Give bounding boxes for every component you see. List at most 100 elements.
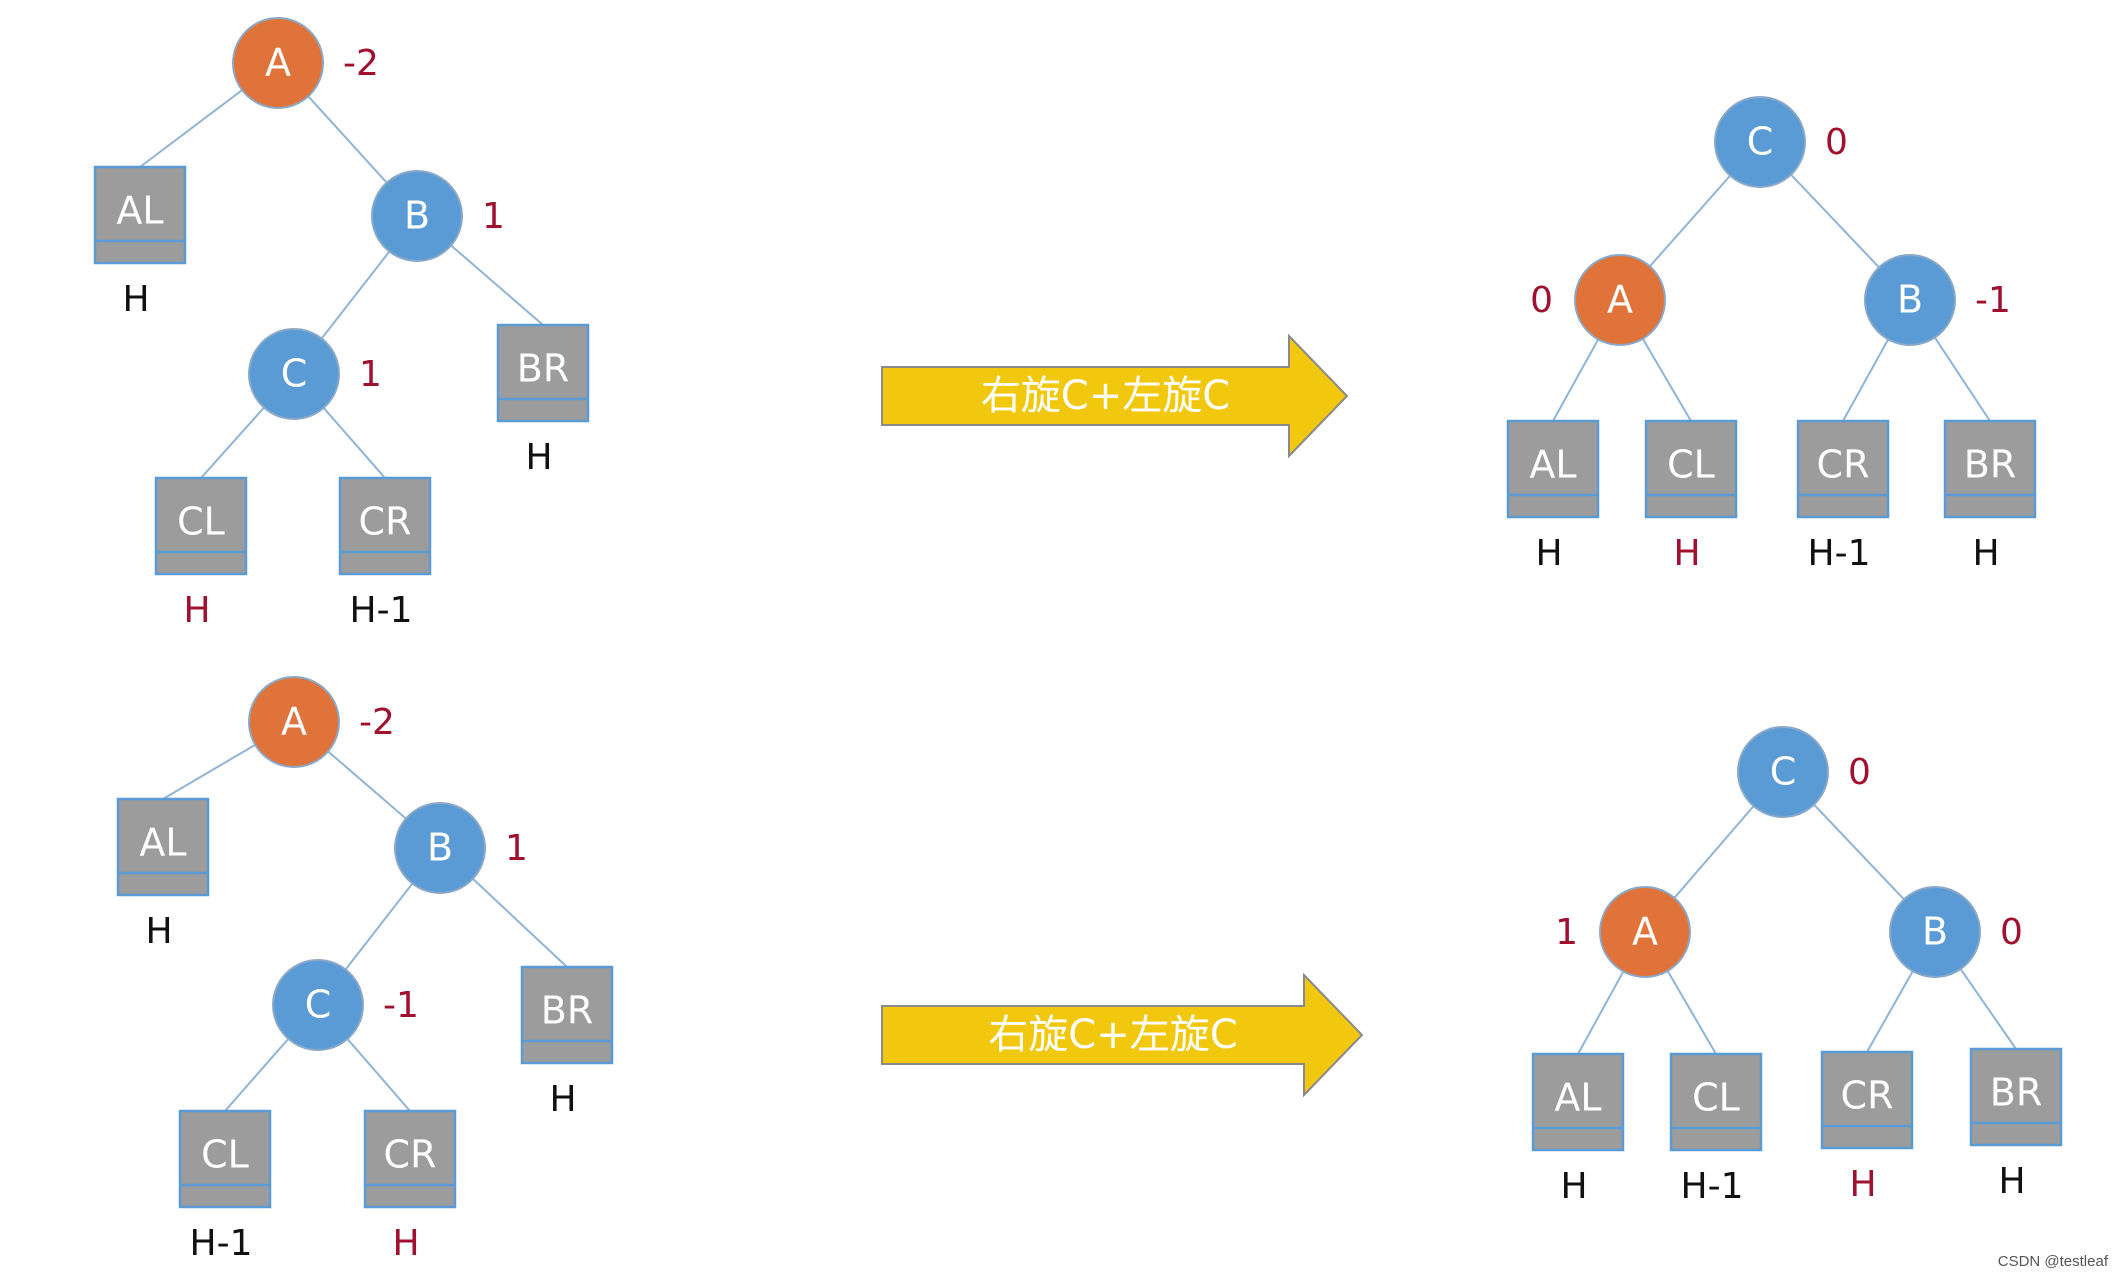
- balance-factor-label: 1: [482, 196, 505, 237]
- subtree-bottom-after-CR: CR H: [1820, 1050, 1914, 1205]
- balance-factor-label: -1: [1975, 280, 2011, 321]
- subtree-height-label: H-1: [1808, 533, 1871, 574]
- subtree-height-label: H: [1560, 1166, 1587, 1207]
- rotation-arrow-top: 右旋C+左旋C: [881, 333, 1349, 459]
- subtree-box: [1969, 1047, 2063, 1147]
- node-circle: [1714, 96, 1806, 188]
- node-label: C: [281, 352, 308, 396]
- node-label: A: [281, 700, 307, 744]
- subtree-label: BR: [1964, 443, 2016, 487]
- subtree-bottom-before-BR: BR H: [520, 965, 614, 1120]
- subtree-top-after-CL: CL H: [1644, 419, 1738, 574]
- arrow-shape: [881, 333, 1349, 459]
- subtree-top-before-BR: BR H: [496, 323, 590, 478]
- subtree-box: [1531, 1052, 1625, 1152]
- subtree-height-label: H: [1673, 533, 1700, 574]
- subtree-height-label: H: [122, 279, 149, 320]
- subtree-height-label: H: [392, 1223, 419, 1264]
- subtree-box: [178, 1109, 272, 1209]
- subtree-height-label: H: [549, 1079, 576, 1120]
- rotation-arrow-bottom: 右旋C+左旋C: [881, 972, 1364, 1098]
- subtree-box: [1644, 419, 1738, 519]
- arrow-shape: [881, 972, 1364, 1098]
- subtree-label: AL: [139, 821, 186, 865]
- node-circle: [1889, 886, 1981, 978]
- node-top-after-A: A0: [1530, 254, 1666, 346]
- watermark: CSDN @testleaf: [1998, 1253, 2109, 1270]
- node-bottom-before-A: A -2: [248, 676, 395, 768]
- node-bottom-after-A: A1: [1555, 886, 1691, 978]
- subtree-height-label: H: [1535, 533, 1562, 574]
- subtree-box: [1669, 1052, 1763, 1152]
- node-label: C: [305, 983, 332, 1027]
- node-label: B: [427, 826, 453, 870]
- subtree-label: CL: [1667, 443, 1715, 487]
- subtree-bottom-after-CL: CL H-1: [1669, 1052, 1763, 1207]
- node-circle: [1599, 886, 1691, 978]
- subtree-label: BR: [1990, 1071, 2042, 1115]
- arrow-label: 右旋C+左旋C: [988, 1012, 1237, 1058]
- balance-factor-label: 1: [1555, 912, 1578, 953]
- subtree-box: [1943, 419, 2037, 519]
- subtree-box: [1506, 419, 1600, 519]
- subtree-top-after-AL: ALH: [1506, 419, 1600, 574]
- subtree-bottom-before-CR: CR H: [363, 1109, 457, 1264]
- node-circle: [1737, 726, 1829, 818]
- subtree-box: [496, 323, 590, 423]
- node-circle: [1574, 254, 1666, 346]
- arrow-label: 右旋C+左旋C: [981, 373, 1230, 419]
- balance-factor-label: -2: [359, 702, 395, 743]
- subtree-box: [363, 1109, 457, 1209]
- node-top-before-A: A-2: [232, 17, 379, 109]
- node-circle: [394, 802, 486, 894]
- arrows-layer: 右旋C+左旋C 右旋C+左旋C: [881, 333, 1364, 1098]
- balance-factor-label: 0: [1530, 280, 1553, 321]
- node-circle: [232, 17, 324, 109]
- subtree-label: CR: [384, 1133, 437, 1177]
- subtree-height-label: H: [525, 437, 552, 478]
- node-label: B: [1897, 278, 1923, 322]
- node-bottom-before-C: C -1: [272, 959, 419, 1051]
- node-circle: [248, 328, 340, 420]
- subtree-box: [1820, 1050, 1914, 1150]
- subtree-label: CR: [1841, 1074, 1894, 1118]
- subtree-top-after-BR: BRH: [1943, 419, 2037, 574]
- subtree-label: AL: [116, 189, 163, 233]
- subtree-label: BR: [541, 989, 593, 1033]
- subtree-box: [154, 476, 248, 576]
- balance-factor-label: -1: [383, 985, 419, 1026]
- subtree-top-before-AL: AL H: [93, 165, 187, 320]
- node-label: A: [1632, 910, 1658, 954]
- node-label: B: [1922, 910, 1948, 954]
- subtree-bottom-before-AL: ALH: [116, 797, 210, 952]
- subtree-label: CR: [359, 500, 412, 544]
- subtree-label: CL: [201, 1133, 249, 1177]
- subtree-label: AL: [1554, 1076, 1601, 1120]
- balance-factor-label: 0: [2000, 912, 2023, 953]
- subtree-label: CL: [1692, 1076, 1740, 1120]
- subtree-bottom-after-AL: AL H: [1531, 1052, 1625, 1207]
- balance-factor-label: 0: [1848, 752, 1871, 793]
- subtree-top-before-CL: CLH: [154, 476, 248, 631]
- subtree-height-label: H: [1849, 1164, 1876, 1205]
- subtree-label: CR: [1817, 443, 1870, 487]
- node-circle: [1864, 254, 1956, 346]
- balance-factor-label: 1: [505, 828, 528, 869]
- node-label: C: [1770, 750, 1797, 794]
- subtree-bottom-before-CL: CL H-1: [178, 1109, 272, 1264]
- subtree-box: [1796, 419, 1890, 519]
- subtree-height-label: H-1: [1681, 1166, 1744, 1207]
- subtree-top-before-CR: CRH-1: [338, 476, 432, 631]
- subtree-label: BR: [517, 347, 569, 391]
- subtree-height-label: H: [1998, 1161, 2025, 1202]
- subtree-height-label: H-1: [190, 1223, 253, 1264]
